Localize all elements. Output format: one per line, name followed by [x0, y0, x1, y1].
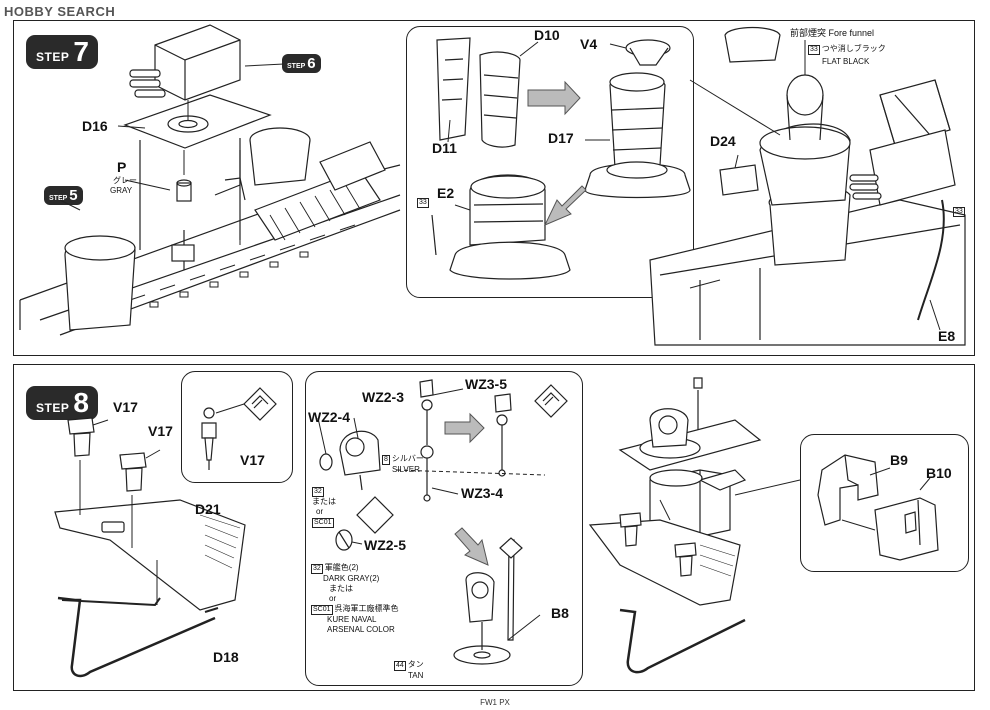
watermark: HOBBY SEARCH — [4, 4, 116, 19]
label-p-gray-jp: グレー — [113, 176, 137, 185]
label-d11: D11 — [432, 140, 457, 156]
step8-word: STEP — [36, 401, 70, 415]
step8-badge: STEP 8 — [26, 386, 98, 420]
step7-badge: STEP 7 — [26, 35, 98, 69]
label-wz2-4: WZ2-4 — [308, 409, 350, 425]
e2-paint-code: 33 — [417, 198, 429, 208]
label-b8: B8 — [551, 605, 569, 621]
label-v17-b: V17 — [148, 423, 173, 439]
flat-black-label-en: FLAT BLACK — [822, 57, 870, 66]
label-d21: D21 — [195, 501, 221, 517]
label-e8: E8 — [938, 328, 956, 344]
ref-step6-badge: STEP 6 — [282, 54, 321, 73]
label-d18: D18 — [213, 649, 239, 665]
label-b9: B9 — [890, 452, 908, 468]
label-wz2-5: WZ2-5 — [364, 537, 406, 553]
label-wz3-5: WZ3-5 — [465, 376, 507, 392]
or1-paint-label: 32 または or SC01 — [312, 487, 336, 528]
step8-number: 8 — [73, 387, 89, 418]
label-v4: V4 — [580, 36, 598, 52]
fore-funnel-label: 前部煙突 Fore funnel — [790, 28, 875, 38]
page-footer: FW1 PX — [480, 698, 510, 707]
label-v17-a: V17 — [113, 399, 138, 415]
label-d24: D24 — [710, 133, 736, 149]
step7-word: STEP — [36, 50, 70, 64]
label-e2: E2 — [437, 185, 455, 201]
label-wz3-4: WZ3-4 — [461, 485, 503, 501]
label-p-gray-en: GRAY — [110, 186, 133, 195]
label-v17-c: V17 — [240, 452, 265, 468]
step7-number: 7 — [73, 36, 89, 67]
ref-step5-badge: STEP 5 — [44, 186, 83, 205]
label-d16: D16 — [82, 118, 108, 134]
label-d17: D17 — [548, 130, 574, 146]
label-p: P — [117, 159, 127, 175]
label-b10: B10 — [926, 465, 952, 481]
searchlight-inset — [305, 371, 583, 686]
side-paint-code: 33 — [953, 207, 965, 217]
v17-detail-inset — [181, 371, 293, 483]
label-wz2-3: WZ2-3 — [362, 389, 404, 405]
label-d10: D10 — [534, 27, 560, 43]
